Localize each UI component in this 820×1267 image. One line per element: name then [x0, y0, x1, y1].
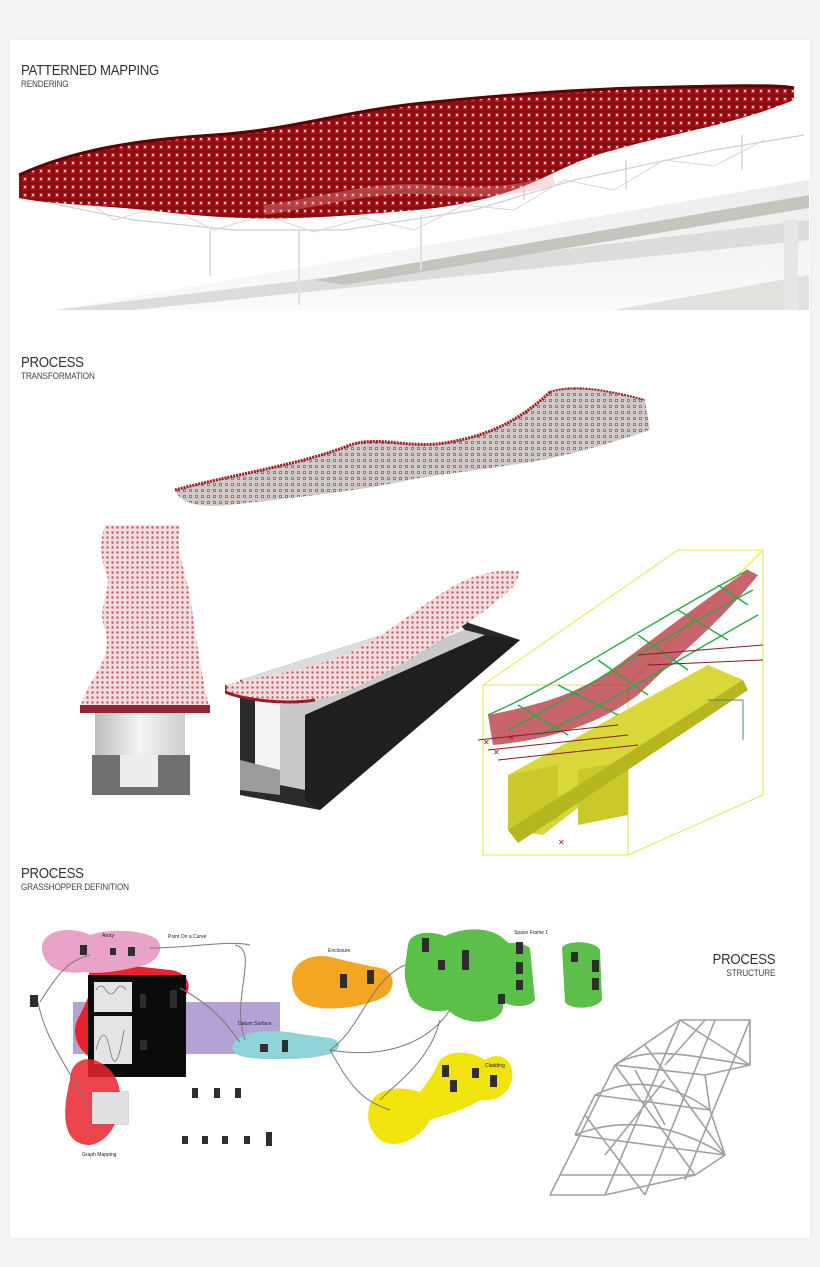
- section-title: PATTERNED MAPPING: [21, 62, 160, 79]
- gh-group-label: Array: [102, 933, 114, 939]
- svg-text:✕: ✕: [493, 748, 500, 757]
- transformation-canopy-image: [170, 380, 660, 510]
- section-subtitle: STRUCTURE: [726, 968, 775, 979]
- section-heading-grasshopper: PROCESS GRASSHOPPER DEFINITION: [21, 866, 146, 893]
- gh-group-label: Enclosure: [328, 948, 350, 954]
- section-title: PROCESS: [712, 951, 775, 968]
- gh-group-label: Space Frame 1: [514, 930, 548, 936]
- section-subtitle: RENDERING: [21, 79, 69, 90]
- gh-group-label: Datum Surface: [238, 1021, 272, 1027]
- rendering-image: [14, 80, 809, 310]
- transformation-perspective-image: [225, 560, 525, 810]
- svg-text:✕: ✕: [558, 838, 565, 847]
- transformation-vertical-image: [75, 520, 215, 800]
- grasshopper-definition-image: Array Point On a Curve Graph Mapping Dat…: [30, 910, 620, 1170]
- gh-group-label: Cladding: [485, 1063, 505, 1069]
- transformation-wireframe-image: ✕✕✕✕: [478, 545, 768, 860]
- section-heading-transformation: PROCESS TRANSFORMATION: [21, 355, 107, 382]
- svg-text:✕: ✕: [508, 733, 515, 742]
- gh-group-label: Graph Mapping: [82, 1152, 117, 1158]
- gh-group-label: Point On a Curve: [168, 934, 207, 940]
- svg-text:✕: ✕: [483, 738, 490, 747]
- section-title: PROCESS: [21, 354, 84, 371]
- structure-image: [545, 1005, 765, 1205]
- section-subtitle: TRANSFORMATION: [21, 371, 95, 382]
- section-title: PROCESS: [21, 865, 84, 882]
- section-heading-structure: PROCESS STRUCTURE: [704, 952, 775, 979]
- section-heading-rendering: PATTERNED MAPPING RENDERING: [21, 63, 178, 90]
- section-subtitle: GRASSHOPPER DEFINITION: [21, 882, 129, 893]
